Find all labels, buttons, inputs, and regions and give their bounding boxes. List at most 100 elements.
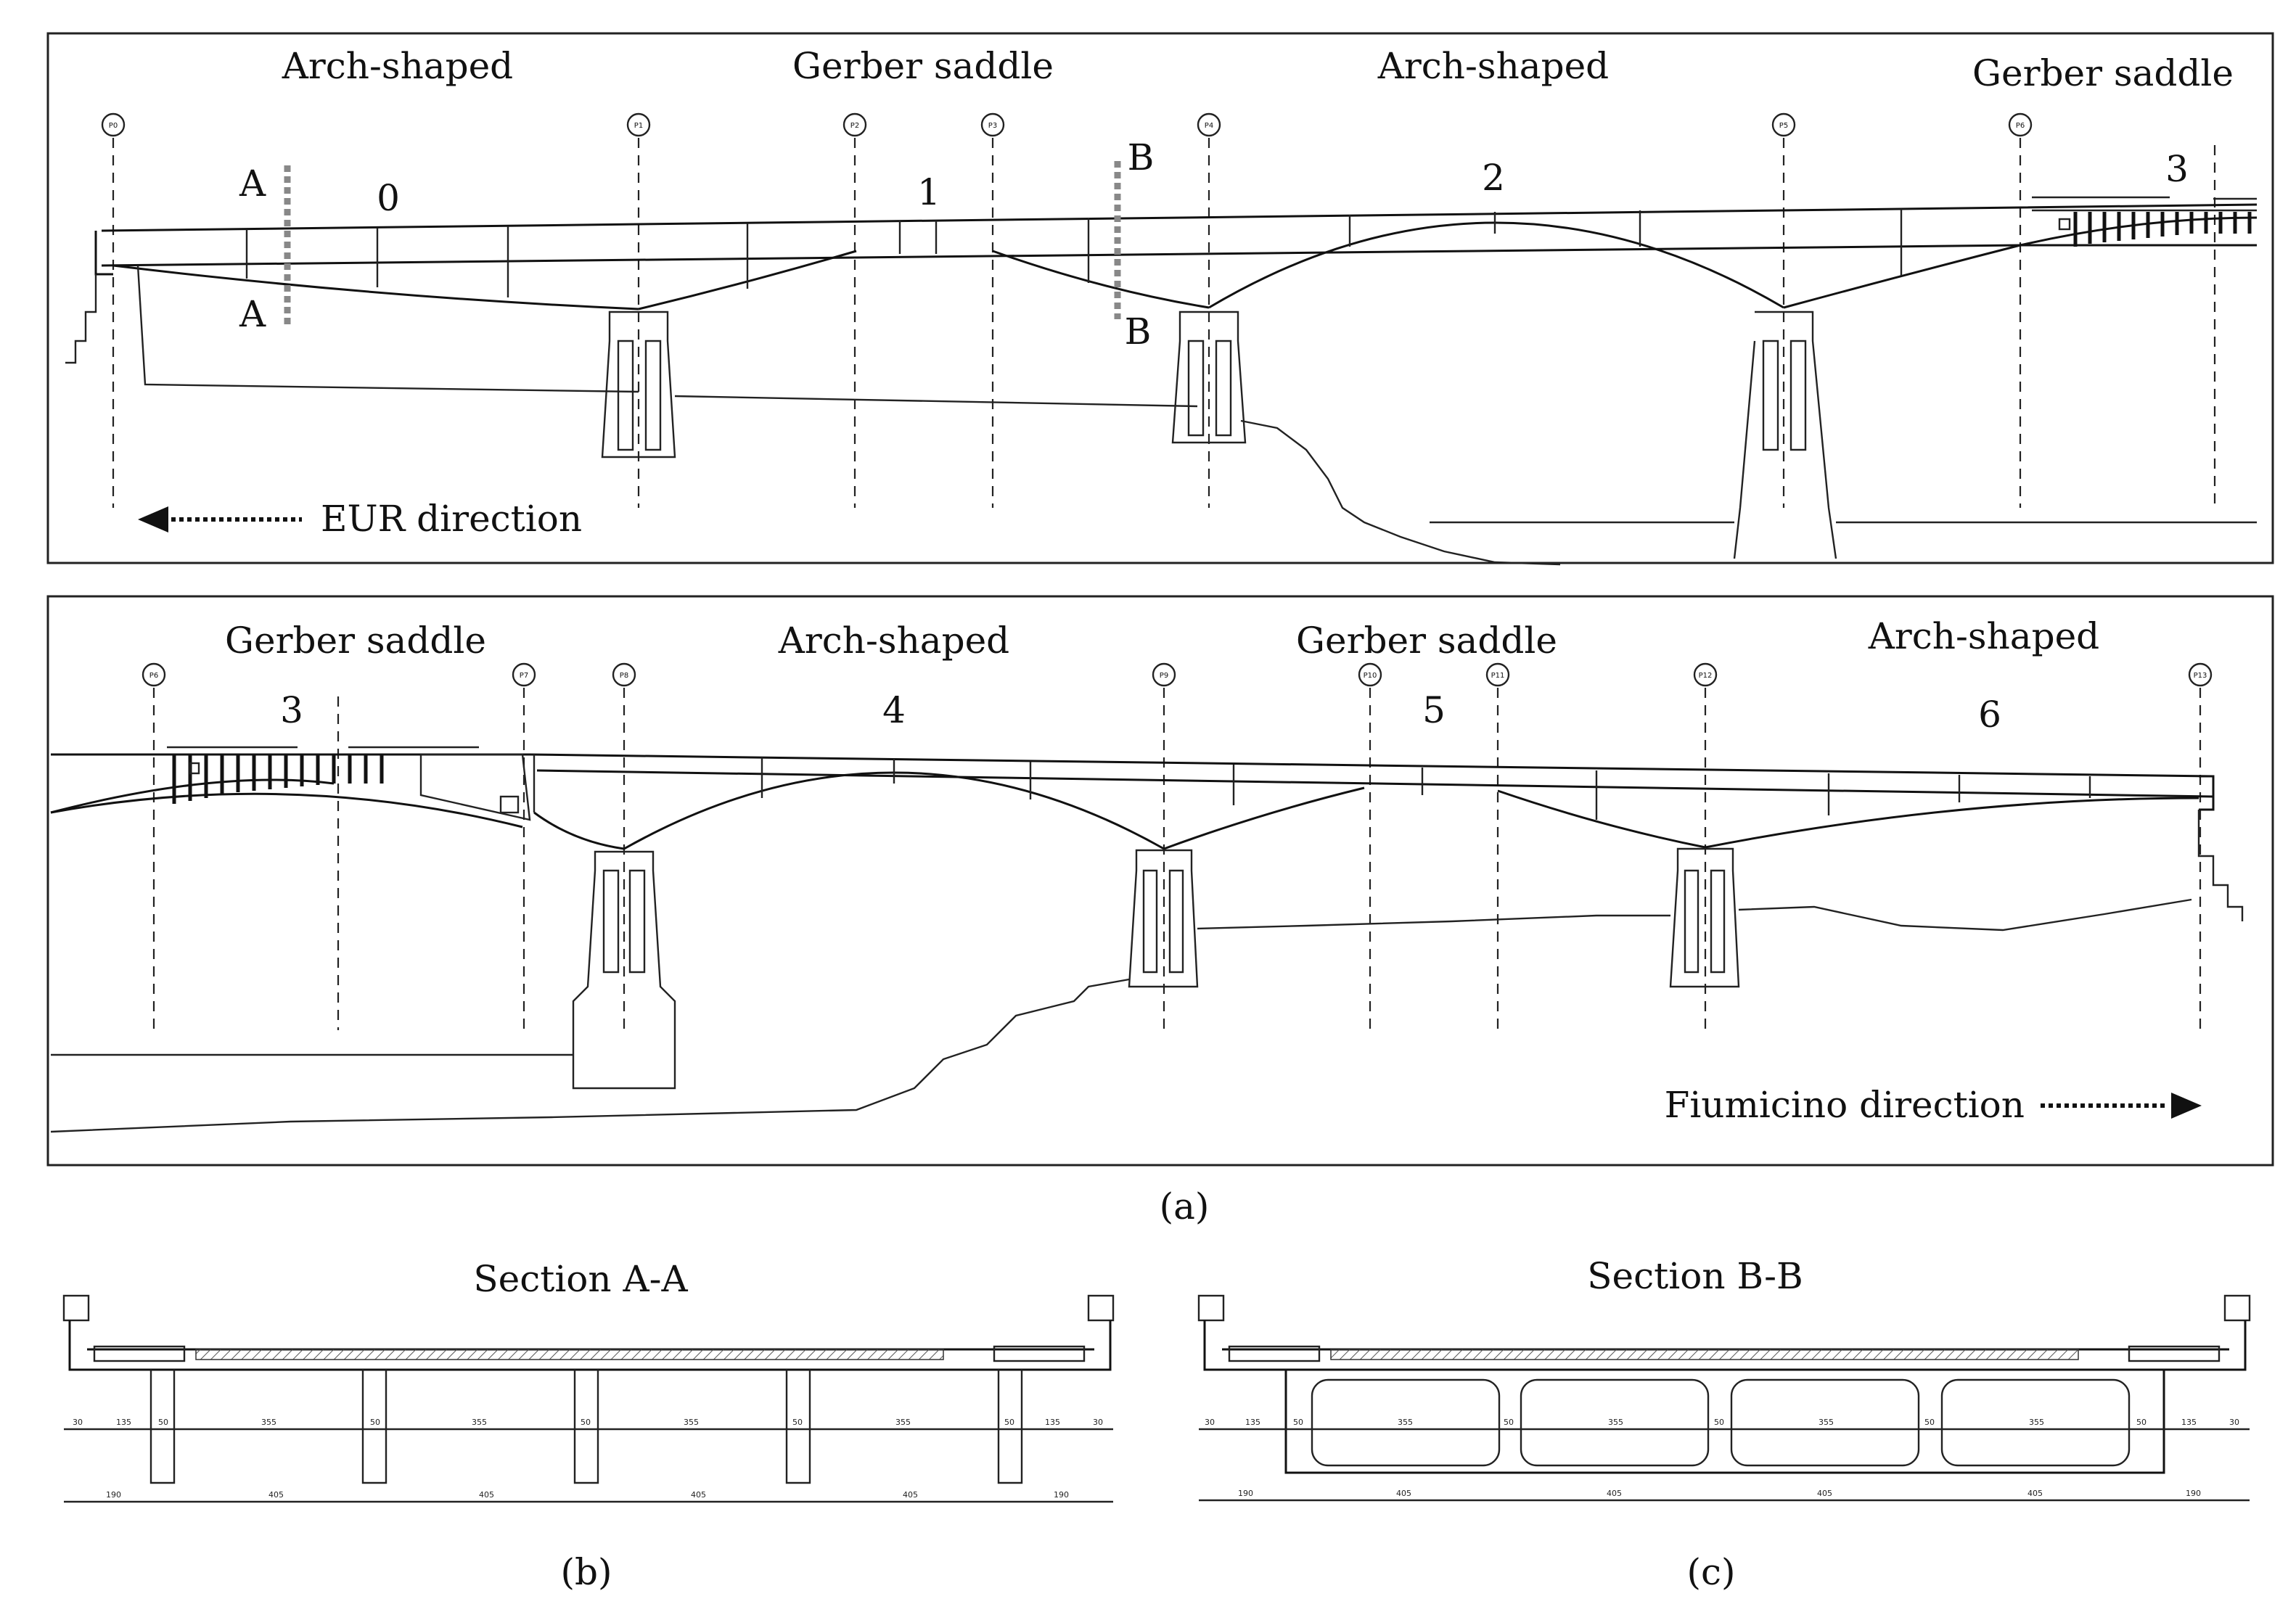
dim-label: 190 [106, 1490, 121, 1500]
span-number: 0 [377, 177, 400, 219]
ground-bottom [50, 810, 2244, 1133]
span-type-label: Arch-shaped [778, 620, 1009, 662]
dim-label: 405 [1817, 1489, 1832, 1498]
caption-b: (b) [560, 1551, 612, 1593]
pier-markers-top: P0 P1 P2 P3 P4 P5 P6 [101, 112, 2033, 137]
section-a-label: A [239, 293, 266, 335]
span-number: 6 [1978, 694, 2001, 736]
dim-label: 355 [1819, 1418, 1834, 1427]
span-type-label: Arch-shaped [1377, 45, 1609, 87]
dim-label: 30 [2229, 1418, 2239, 1427]
pier-label: P6 [149, 672, 158, 680]
elevation-top-frame [46, 32, 2274, 564]
pier-label: P13 [2194, 672, 2207, 680]
caption-c: (c) [1686, 1551, 1735, 1593]
pier-axes-top [112, 138, 2216, 508]
dim-label: 405 [479, 1490, 494, 1500]
dim-label: 135 [1245, 1418, 1260, 1427]
dim-label: 135 [1045, 1418, 1060, 1427]
span-type-label: Arch-shaped [1868, 615, 2099, 657]
arrow-left-icon [138, 506, 168, 532]
pier-axes-bottom [152, 688, 2202, 1030]
section-a-label: A [239, 163, 266, 205]
dim-label: 50 [1004, 1418, 1014, 1427]
span-number: 4 [882, 689, 906, 731]
span-type-label: Gerber saddle [1296, 620, 1557, 662]
dim-label: 355 [2029, 1418, 2044, 1427]
dim-label: 30 [73, 1418, 83, 1427]
pier-label: P0 [109, 122, 118, 130]
dim-label: 405 [268, 1490, 284, 1500]
dim-label: 190 [2186, 1489, 2201, 1498]
span-number: 1 [917, 171, 940, 213]
span-number: 5 [1422, 689, 1446, 731]
section-a-a-drawing: Section A-A 30 135 50 355 50 355 50 355 … [62, 1258, 1115, 1593]
elevation-bottom-frame [46, 595, 2274, 1167]
dim-label: 50 [581, 1418, 591, 1427]
arches-top [112, 216, 2258, 311]
dim-label: 190 [1054, 1490, 1069, 1500]
pier-label: P9 [1160, 672, 1168, 680]
dim-label: 50 [158, 1418, 168, 1427]
dim-label: 405 [691, 1490, 706, 1500]
span-number: 3 [280, 689, 303, 731]
dim-label: 50 [792, 1418, 803, 1427]
span-number: 2 [1482, 157, 1505, 199]
fiumicino-direction-arrow: Fiumicino direction [1665, 1084, 2202, 1126]
span-number: 3 [2165, 148, 2189, 190]
span-type-label: Arch-shaped [282, 45, 513, 87]
dim-label: 355 [895, 1418, 911, 1427]
pier-label: P3 [988, 122, 997, 130]
pier-label: P11 [1491, 672, 1505, 680]
dim-label: 135 [116, 1418, 131, 1427]
dim-label: 135 [2181, 1418, 2197, 1427]
dim-label: 355 [684, 1418, 699, 1427]
pier-label: P7 [520, 672, 528, 680]
deck-bottom [51, 746, 2215, 811]
pier-label: P1 [634, 122, 643, 130]
direction-label: Fiumicino direction [1665, 1084, 2025, 1126]
pier-label: P2 [850, 122, 859, 130]
pier-label: P5 [1779, 122, 1788, 130]
pier-label: P4 [1205, 122, 1213, 130]
elevation-bottom-panel: Gerber saddle Arch-shaped Gerber saddle … [46, 595, 2274, 1167]
section-b-label: B [1128, 136, 1155, 178]
ribs-top [245, 196, 2257, 297]
dim-label: 50 [2136, 1418, 2147, 1427]
dim-label: 30 [1093, 1418, 1103, 1427]
dim-label: 405 [1396, 1489, 1411, 1498]
pier-markers-bottom: P6 P7 P8 P9 P10 P11 P12 P13 [142, 662, 2213, 687]
section-title: Section A-A [473, 1258, 688, 1300]
ribs-bottom [172, 753, 2091, 821]
section-b-b-drawing: Section B-B 30 135 50 355 50 355 50 355 … [1197, 1255, 2251, 1593]
eur-direction-arrow: EUR direction [138, 498, 582, 540]
dim-label: 190 [1238, 1489, 1253, 1498]
piers-top [65, 265, 1837, 559]
piers-bottom [572, 847, 1740, 1090]
caption-a: (a) [1160, 1185, 1210, 1227]
dim-label: 50 [1293, 1418, 1303, 1427]
span-type-label: Gerber saddle [1972, 52, 2234, 94]
direction-label: EUR direction [321, 498, 582, 540]
pier-label: P10 [1364, 672, 1377, 680]
span-type-label: Gerber saddle [792, 45, 1054, 87]
arrow-right-icon [2171, 1093, 2202, 1119]
dim-label: 405 [1607, 1489, 1622, 1498]
dim-label: 30 [1205, 1418, 1215, 1427]
pier-label: P12 [1699, 672, 1713, 680]
section-b-label: B [1125, 311, 1152, 353]
dim-label: 50 [1714, 1418, 1724, 1427]
dim-label: 405 [2028, 1489, 2043, 1498]
span-type-label: Gerber saddle [225, 620, 486, 662]
dim-label: 50 [1924, 1418, 1935, 1427]
dim-label: 405 [903, 1490, 918, 1500]
section-cut-b: B B [1114, 136, 1155, 353]
pier-label: P8 [620, 672, 628, 680]
section-cut-a: A A [239, 163, 291, 335]
dim-label: 355 [261, 1418, 276, 1427]
dim-label: 50 [370, 1418, 380, 1427]
deck-top [94, 203, 2258, 276]
dim-label: 50 [1504, 1418, 1514, 1427]
arches-bottom [50, 771, 2199, 850]
